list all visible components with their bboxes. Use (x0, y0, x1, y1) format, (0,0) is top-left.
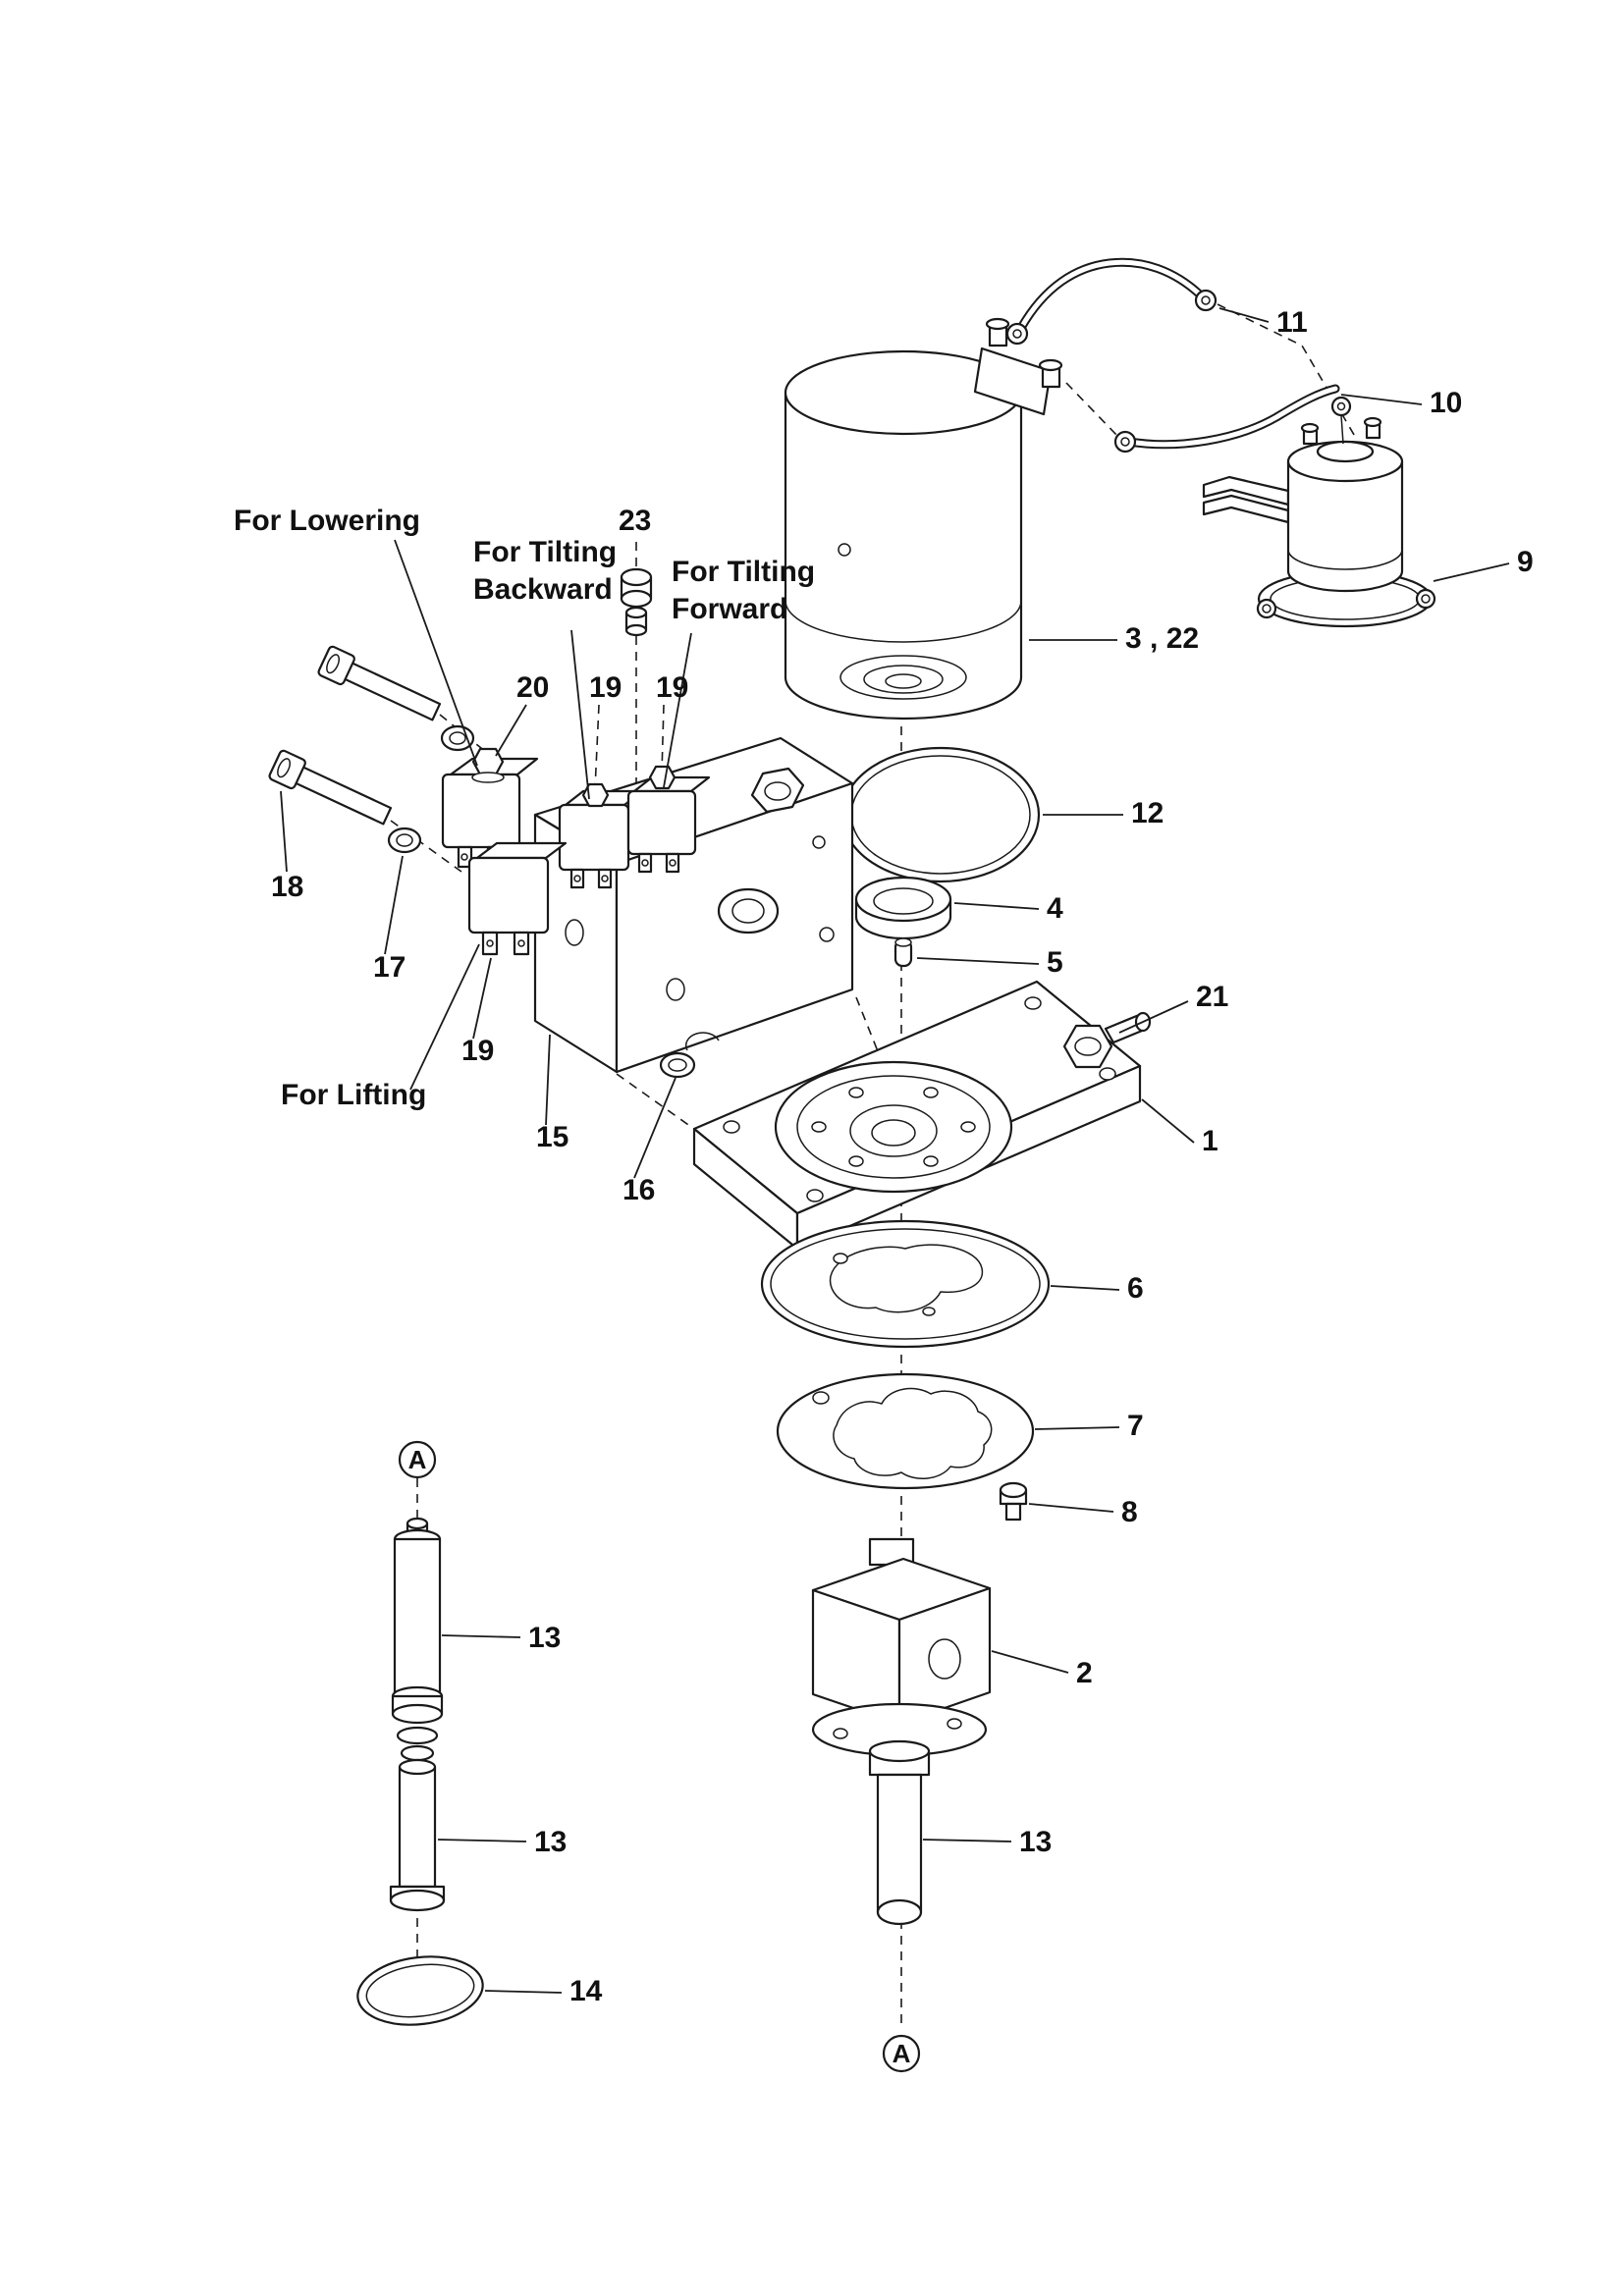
callout-13-c: 13 (1019, 1826, 1052, 1858)
callout-19-b: 19 (656, 671, 688, 704)
tube-coupler (396, 1726, 439, 1762)
suction-tube-right (868, 1739, 931, 1926)
filter-tube-lower (389, 1758, 446, 1912)
washer-17 (387, 827, 422, 854)
callout-13-a: 13 (528, 1622, 561, 1654)
callout-2: 2 (1076, 1657, 1093, 1689)
gasket (760, 1219, 1051, 1349)
callout-13-b: 13 (534, 1826, 567, 1858)
callout-10: 10 (1430, 387, 1462, 419)
callout-18: 18 (271, 871, 303, 903)
callout-5: 5 (1047, 946, 1063, 979)
label-for-tilting-forward-2: Forward (672, 593, 787, 625)
coil-nut-c (648, 765, 677, 790)
breather-plug (620, 567, 653, 637)
solenoid-cable (1113, 384, 1340, 454)
washer-16 (659, 1051, 696, 1079)
washer-upper (440, 724, 475, 752)
start-solenoid (1202, 396, 1436, 628)
callout-19-c: 19 (461, 1035, 494, 1067)
callout-15: 15 (536, 1121, 568, 1153)
datum-marker-bottom: A (882, 2034, 921, 2073)
suction-strainer (356, 1955, 484, 2026)
label-for-tilting-backward-2: Backward (473, 573, 613, 606)
datum-letter-top: A (408, 1445, 427, 1474)
wear-plate (776, 1372, 1035, 1490)
datum-letter-bottom: A (893, 2039, 911, 2068)
gear-pump (811, 1537, 992, 1757)
callout-23: 23 (619, 505, 651, 537)
leader-lines (280, 307, 1510, 1994)
seal-ring (854, 876, 952, 940)
callout-7: 7 (1127, 1410, 1144, 1442)
callout-3-22: 3 , 22 (1125, 622, 1199, 655)
adapter-plate (692, 980, 1142, 1251)
coupling-pin (893, 937, 913, 968)
coil-lifting (467, 841, 568, 956)
callout-4: 4 (1047, 892, 1063, 925)
callout-1: 1 (1202, 1125, 1218, 1157)
coil-tilt-forward (626, 775, 711, 874)
datum-marker-top: A (398, 1440, 437, 1479)
cap-screw-upper (317, 645, 442, 721)
callout-12: 12 (1131, 797, 1164, 829)
callout-20: 20 (516, 671, 549, 704)
callout-labels: For Lowering 23 For Tilting Backward For… (234, 306, 1534, 2007)
callout-14: 14 (569, 1975, 603, 2007)
battery-cable (1005, 257, 1218, 346)
label-for-lifting: For Lifting (281, 1079, 426, 1111)
callout-16: 16 (623, 1174, 655, 1206)
callout-8: 8 (1121, 1496, 1138, 1528)
callout-9: 9 (1517, 546, 1534, 578)
o-ring-large (840, 746, 1041, 883)
callout-6: 6 (1127, 1272, 1144, 1305)
callout-17: 17 (373, 951, 406, 984)
label-for-tilting-forward-1: For Tilting (672, 556, 815, 588)
motor (784, 317, 1063, 721)
label-for-tilting-backward-1: For Tilting (473, 536, 617, 568)
callout-19-a: 19 (589, 671, 622, 704)
coil-nut-b (581, 782, 610, 808)
callout-11: 11 (1276, 306, 1308, 339)
screw-8 (999, 1481, 1028, 1522)
callout-21: 21 (1196, 981, 1228, 1013)
filter-tube-upper (391, 1517, 444, 1725)
label-for-lowering: For Lowering (234, 505, 420, 537)
cap-screw-lower (268, 749, 393, 826)
